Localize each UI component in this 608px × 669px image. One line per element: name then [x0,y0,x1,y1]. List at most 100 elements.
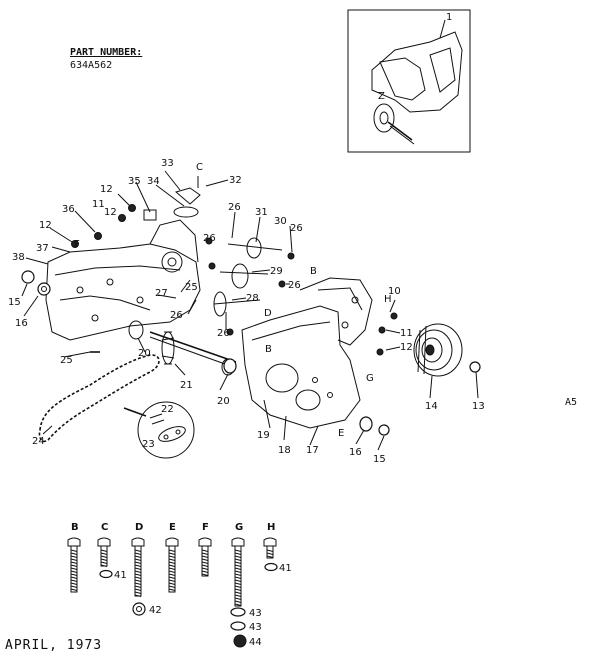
letter-b-a: B [310,266,317,277]
jackshaft-sprocket [128,320,237,376]
bolt-thread [234,552,242,555]
bolt-thread [70,576,78,579]
drive-chain [38,354,160,443]
bolt-thread [134,567,142,570]
bolt-thread [201,555,209,558]
callout-labels: 33 32 34 35 12 11 12 36 12 37 38 15 16 2… [8,158,485,465]
callout-23: 23 [142,439,155,450]
bolt-thread [168,558,176,561]
bolt-label-c: C [101,522,108,533]
bolt-thread [168,573,176,576]
callout-15-a: 15 [8,297,21,308]
bolt-thread [134,588,142,591]
inset-callout: 1 [446,12,452,23]
callout-26-c: 26 [203,233,216,244]
letter-h: H [384,294,392,305]
bolt-thread [234,582,242,585]
callout-26-f: 26 [217,328,230,339]
bolt-thread [70,582,78,585]
callout-24: 24 [32,436,45,447]
bolt-thread [134,594,142,597]
callout-12-c: 12 [39,220,52,231]
hardware-small [21,187,481,436]
bolt-thread [234,564,242,567]
bolt-thread [234,600,242,603]
callout-12-d: 12 [400,342,413,353]
callout-19: 19 [257,430,270,441]
callout-32: 32 [229,175,242,186]
bolt-thread [100,561,108,564]
bolt-label-b: B [71,522,79,533]
callout-10: 10 [388,286,401,297]
callout-12-a: 12 [100,184,113,195]
callout-33: 33 [161,158,174,169]
callout-41-b: 41 [279,563,292,574]
bolt-shank-g [234,545,242,607]
bolt-thread [70,588,78,591]
bolt-thread [234,573,242,576]
bolt-thread [168,579,176,582]
bolt-thread [201,564,209,567]
bolt-head-h [263,537,277,547]
bolt-thread [134,579,142,582]
bolt-thread [70,570,78,573]
callout-18: 18 [278,445,291,456]
callout-36: 36 [62,204,75,215]
pulley [413,323,463,377]
bolt-head-g [231,537,245,547]
callout-43-b: 43 [249,622,262,633]
bolt-thread [168,564,176,567]
bolt-thread [100,564,108,567]
callout-31: 31 [255,207,268,218]
bolt-thread [168,582,176,585]
bolt-thread [70,558,78,561]
bolt-label-f: F [202,522,209,533]
callout-28: 28 [246,293,259,304]
callout-26-e: 26 [170,310,183,321]
part-number-value: 634A562 [70,60,113,71]
legend-washers: 41 41 42 43 43 44 [99,562,292,648]
bolt-thread [70,579,78,582]
callout-17: 17 [306,445,319,456]
callout-11-a: 11 [92,199,105,210]
bolt-thread [201,549,209,552]
bolt-thread [70,552,78,555]
bolt-label-h: H [267,522,275,533]
bolt-thread [234,588,242,591]
bolt-thread [201,552,209,555]
bolt-thread [234,555,242,558]
bolt-thread [201,558,209,561]
callout-42: 42 [149,605,162,616]
callout-30: 30 [274,216,287,227]
inset-assembled-view: 1 Z [347,9,471,153]
inset-wheel-label: Z [378,91,385,102]
callout-41-a: 41 [114,570,127,581]
bolt-label-d: D [135,522,143,533]
part-number-title: PART NUMBER: [70,47,143,58]
fastener-letters: C F B D B G E H [74,162,392,439]
bolt-thread [201,570,209,573]
bolt-thread [134,564,142,567]
bolt-thread [134,591,142,594]
bolt-head-e [165,537,179,547]
letter-f: F [74,239,80,250]
bolt-label-g: G [235,522,243,533]
bolt-thread [168,549,176,552]
callout-16-a: 16 [15,318,28,329]
callout-21: 21 [180,380,193,391]
bolt-thread [234,570,242,573]
bolt-thread [168,588,176,591]
bolt-thread [100,552,108,555]
bolt-thread [100,558,108,561]
bolt-thread [266,555,274,558]
callout-12-b: 12 [104,207,117,218]
letter-e: E [338,428,344,439]
callout-15-b: 15 [373,454,386,465]
bolt-thread [134,558,142,561]
bolt-thread [168,561,176,564]
callout-14: 14 [425,401,438,412]
bolt-thread [266,552,274,555]
leader-lines [21,170,479,451]
callout-44: 44 [249,637,262,648]
